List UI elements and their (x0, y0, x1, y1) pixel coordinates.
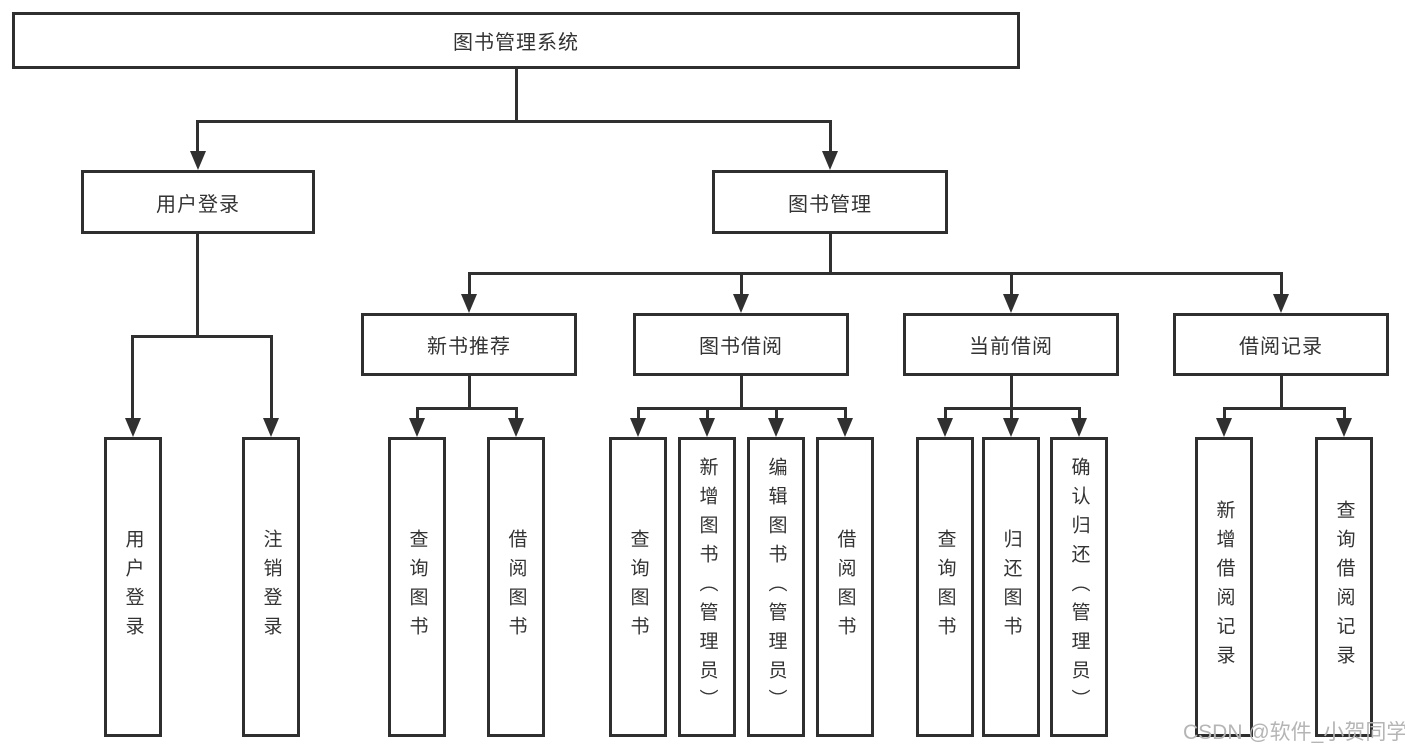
leaf-confirm-return-admin: 确认归还（管理员） (1050, 437, 1108, 737)
connector-line (416, 407, 419, 420)
arrowhead-icon (125, 418, 141, 437)
connector-line (196, 120, 199, 153)
leaf-logout: 注销登录 (242, 437, 300, 737)
connector-line (131, 335, 134, 419)
connector-line (196, 234, 199, 335)
connector-line (468, 272, 471, 296)
leaf-add-book-admin: 新增图书（管理员） (678, 437, 736, 737)
node-book-management: 图书管理 (712, 170, 948, 234)
connector-line (775, 407, 778, 420)
connector-line (740, 376, 743, 407)
leaf-user-login: 用户登录 (104, 437, 162, 737)
connector-line (944, 407, 947, 420)
leaf-borrow-books-recommend: 借阅图书 (487, 437, 545, 737)
connector-line (196, 120, 832, 123)
connector-line (131, 335, 273, 338)
arrowhead-icon (1003, 418, 1019, 437)
leaf-query-books-borrow: 查询图书 (609, 437, 667, 737)
connector-line (1280, 272, 1283, 296)
arrowhead-icon (263, 418, 279, 437)
connector-line (1223, 407, 1346, 410)
connector-line (468, 376, 471, 407)
arrowhead-icon (733, 294, 749, 313)
connector-line (515, 407, 518, 420)
connector-line (829, 120, 832, 153)
node-new-book-recommend: 新书推荐 (361, 313, 577, 376)
leaf-edit-book-admin: 编辑图书（管理员） (747, 437, 805, 737)
connector-line (829, 234, 832, 272)
connector-line (1280, 376, 1283, 407)
connector-line (1343, 407, 1346, 420)
node-book-borrow: 图书借阅 (633, 313, 849, 376)
connector-line (637, 407, 847, 410)
arrowhead-icon (1273, 294, 1289, 313)
arrowhead-icon (508, 418, 524, 437)
node-library-system: 图书管理系统 (12, 12, 1020, 69)
leaf-return-book: 归还图书 (982, 437, 1040, 737)
arrowhead-icon (190, 151, 206, 170)
arrowhead-icon (630, 418, 646, 437)
arrowhead-icon (409, 418, 425, 437)
connector-line (844, 407, 847, 420)
connector-line (1078, 407, 1081, 420)
connector-line (1010, 272, 1013, 296)
arrowhead-icon (461, 294, 477, 313)
connector-line (740, 272, 743, 296)
connector-line (1010, 407, 1013, 420)
arrowhead-icon (1071, 418, 1087, 437)
connector-line (637, 407, 640, 420)
connector-line (416, 407, 518, 410)
connector-line (1223, 407, 1226, 420)
connector-line (515, 68, 518, 121)
leaf-query-books-recommend: 查询图书 (388, 437, 446, 737)
arrowhead-icon (837, 418, 853, 437)
arrowhead-icon (822, 151, 838, 170)
node-user-login: 用户登录 (81, 170, 315, 234)
leaf-add-borrow-record: 新增借阅记录 (1195, 437, 1253, 737)
connector-line (270, 335, 273, 419)
arrowhead-icon (937, 418, 953, 437)
node-current-borrow: 当前借阅 (903, 313, 1119, 376)
connector-line (706, 407, 709, 420)
arrowhead-icon (1336, 418, 1352, 437)
arrowhead-icon (699, 418, 715, 437)
connector-line (468, 272, 1283, 275)
arrowhead-icon (1216, 418, 1232, 437)
arrowhead-icon (768, 418, 784, 437)
leaf-query-borrow-record: 查询借阅记录 (1315, 437, 1373, 737)
leaf-query-books-current: 查询图书 (916, 437, 974, 737)
node-borrow-records: 借阅记录 (1173, 313, 1389, 376)
arrowhead-icon (1003, 294, 1019, 313)
watermark: CSDN @软件_小贺同学 (1183, 721, 1405, 744)
leaf-borrow-books: 借阅图书 (816, 437, 874, 737)
connector-line (1010, 376, 1013, 407)
